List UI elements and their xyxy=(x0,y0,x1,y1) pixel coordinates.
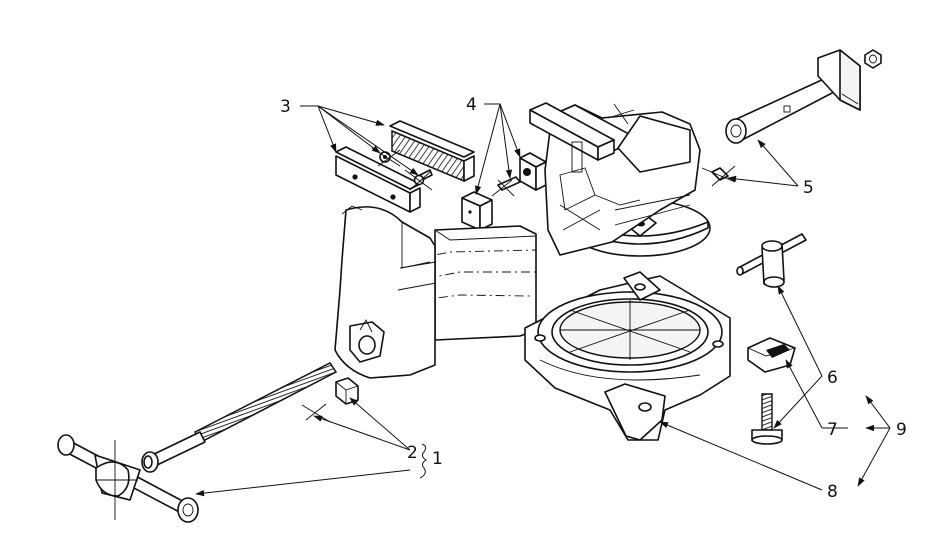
jaw-plate-smooth xyxy=(335,146,421,213)
jaw-plate-knurled xyxy=(389,120,475,183)
slide-bar-nut xyxy=(864,49,882,69)
callout-5: 5 xyxy=(803,178,814,198)
callout-numbers: 3 4 5 6 7 8 9 2 1 xyxy=(280,95,907,502)
vise-rear-jaw-body xyxy=(529,102,711,257)
callout-2: 2 xyxy=(407,443,418,463)
slide-bar-pin xyxy=(701,165,736,187)
swivel-lock-handle xyxy=(736,233,807,288)
swivel-base xyxy=(524,271,731,441)
screw-handle-bar xyxy=(57,434,199,523)
callout-9: 9 xyxy=(896,420,907,440)
leader-lines xyxy=(195,103,891,497)
callout-7: 7 xyxy=(827,420,838,440)
callout-3: 3 xyxy=(280,97,291,117)
clamp-shoe xyxy=(747,337,796,373)
slide-bar xyxy=(725,49,861,144)
front-jaw xyxy=(334,205,537,379)
callout-1: 1 xyxy=(432,449,443,469)
callout-6: 6 xyxy=(827,368,838,388)
main-screw xyxy=(141,362,338,473)
clamp-bolt xyxy=(751,393,783,445)
callout-8: 8 xyxy=(827,482,838,502)
pipe-jaw-insert xyxy=(461,152,547,231)
callout-4: 4 xyxy=(466,95,477,115)
